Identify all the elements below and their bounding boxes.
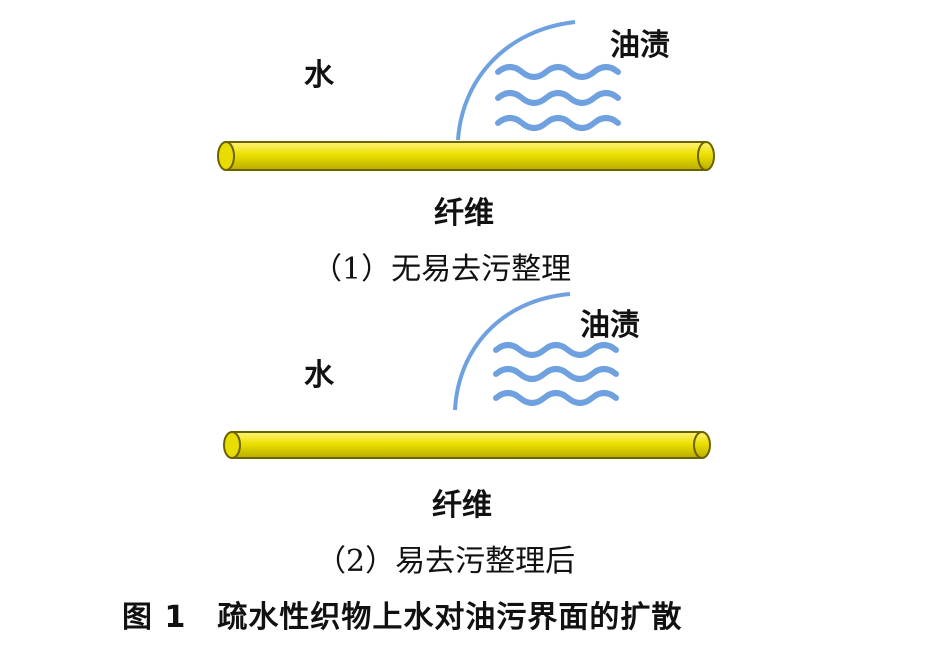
panel-1-caption: （1）无易去污整理 — [312, 252, 572, 287]
panel-2 — [223, 292, 711, 459]
fiber-rod-icon — [217, 141, 715, 171]
fiber-label: 纤维 — [432, 488, 492, 523]
water-label: 水 — [304, 358, 334, 393]
fiber-label: 纤维 — [434, 196, 494, 231]
panel-1 — [217, 20, 715, 171]
water-label: 水 — [304, 58, 334, 93]
figure-title: 图 1 疏水性织物上水对油污界面的扩散 — [122, 600, 683, 635]
panel-2-caption: （2）易去污整理后 — [316, 544, 576, 579]
oil-arc-icon — [453, 292, 571, 411]
oil-waves-icon — [495, 64, 621, 131]
water-dashes-icon — [232, 398, 700, 428]
fiber-rod-icon — [223, 431, 711, 459]
oil-waves-icon — [493, 342, 619, 406]
oil-arc-icon — [456, 20, 576, 141]
water-dashes-icon — [218, 101, 458, 133]
oil-label: 油渍 — [580, 308, 640, 343]
oil-label: 油渍 — [610, 28, 670, 63]
